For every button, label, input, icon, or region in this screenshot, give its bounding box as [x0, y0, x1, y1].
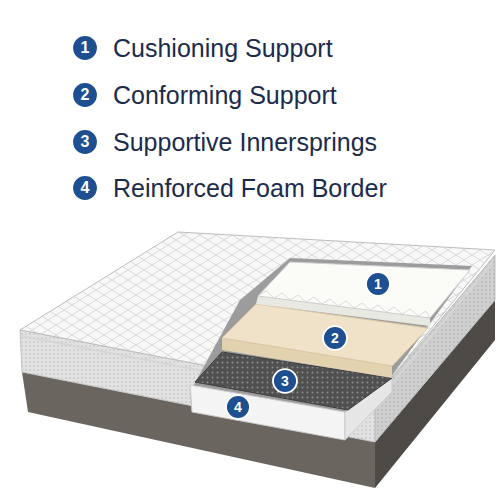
callout-number: 1: [71, 34, 99, 62]
callout-number: 3: [71, 128, 99, 156]
callout-number: 2: [322, 325, 348, 351]
feature-label: Reinforced Foam Border: [113, 172, 387, 204]
feature-label: Conforming Support: [113, 79, 337, 111]
feature-label: Cushioning Support: [113, 32, 333, 64]
callout-number: 3: [272, 368, 298, 394]
callout-number: 2: [71, 81, 99, 109]
cutaway-cavity: [190, 258, 472, 440]
callout-circle: 1: [365, 271, 391, 297]
feature-label: Supportive Innersprings: [113, 126, 377, 158]
callout-number: 1: [365, 271, 391, 297]
cushion-foam-layer: [258, 262, 470, 318]
callout-circle: 1: [71, 34, 99, 62]
callout-number: 4: [71, 174, 99, 202]
callout-circle: 3: [272, 368, 298, 394]
callout-circle: 2: [71, 81, 99, 109]
callout-circle: 4: [225, 394, 251, 420]
callout-number: 4: [225, 394, 251, 420]
convoluted-edge: [258, 291, 430, 318]
callout-circle: 4: [71, 174, 99, 202]
callout-circle: 3: [71, 128, 99, 156]
callout-circle: 2: [322, 325, 348, 351]
